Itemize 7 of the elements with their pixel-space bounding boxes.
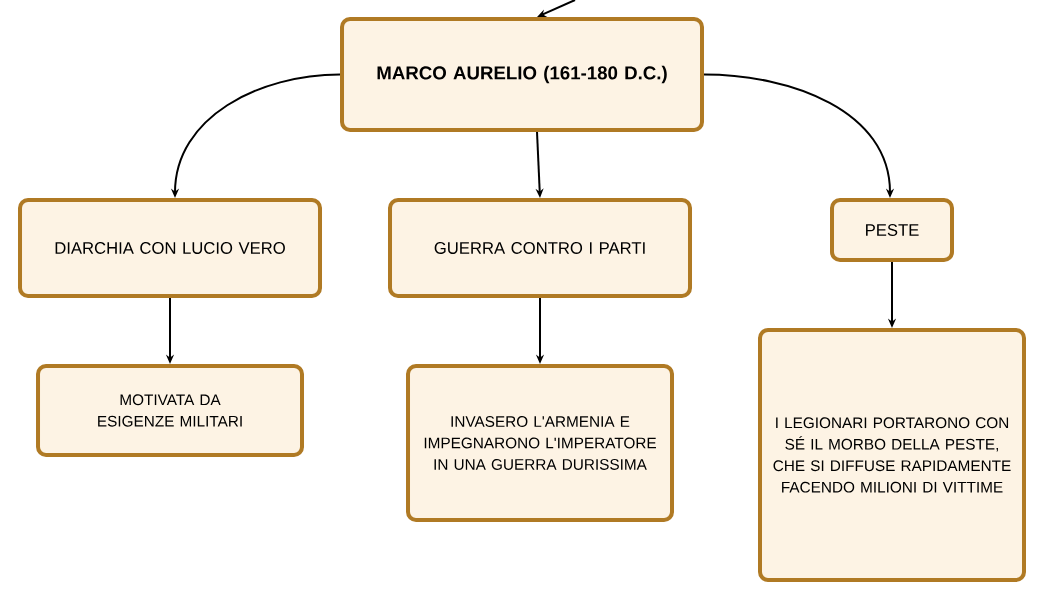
- concept-box: INVASERO L'ARMENIA E IMPEGNARONO L'IMPERATORE IN UNA GUERRA DURISSIMA: [406, 364, 674, 522]
- concept-box: PESTE: [830, 198, 954, 262]
- concept-box: DIARCHIA CON LUCIO VERO: [18, 198, 322, 298]
- concept-box: MOTIVATA DA ESIGENZE MILITARI: [36, 363, 304, 457]
- concept-box: I LEGIONARI PORTARONO CON SÉ IL MORBO DELLA PESTE, CHE SI DIFFUSE RAPIDAMENTE FACENDO MILIONI DI VITTIME: [758, 328, 1026, 582]
- concept-box: MARCO AURELIO (161-180 D.C.): [340, 17, 704, 132]
- concept-box: GUERRA CONTRO I PARTI: [388, 198, 692, 298]
